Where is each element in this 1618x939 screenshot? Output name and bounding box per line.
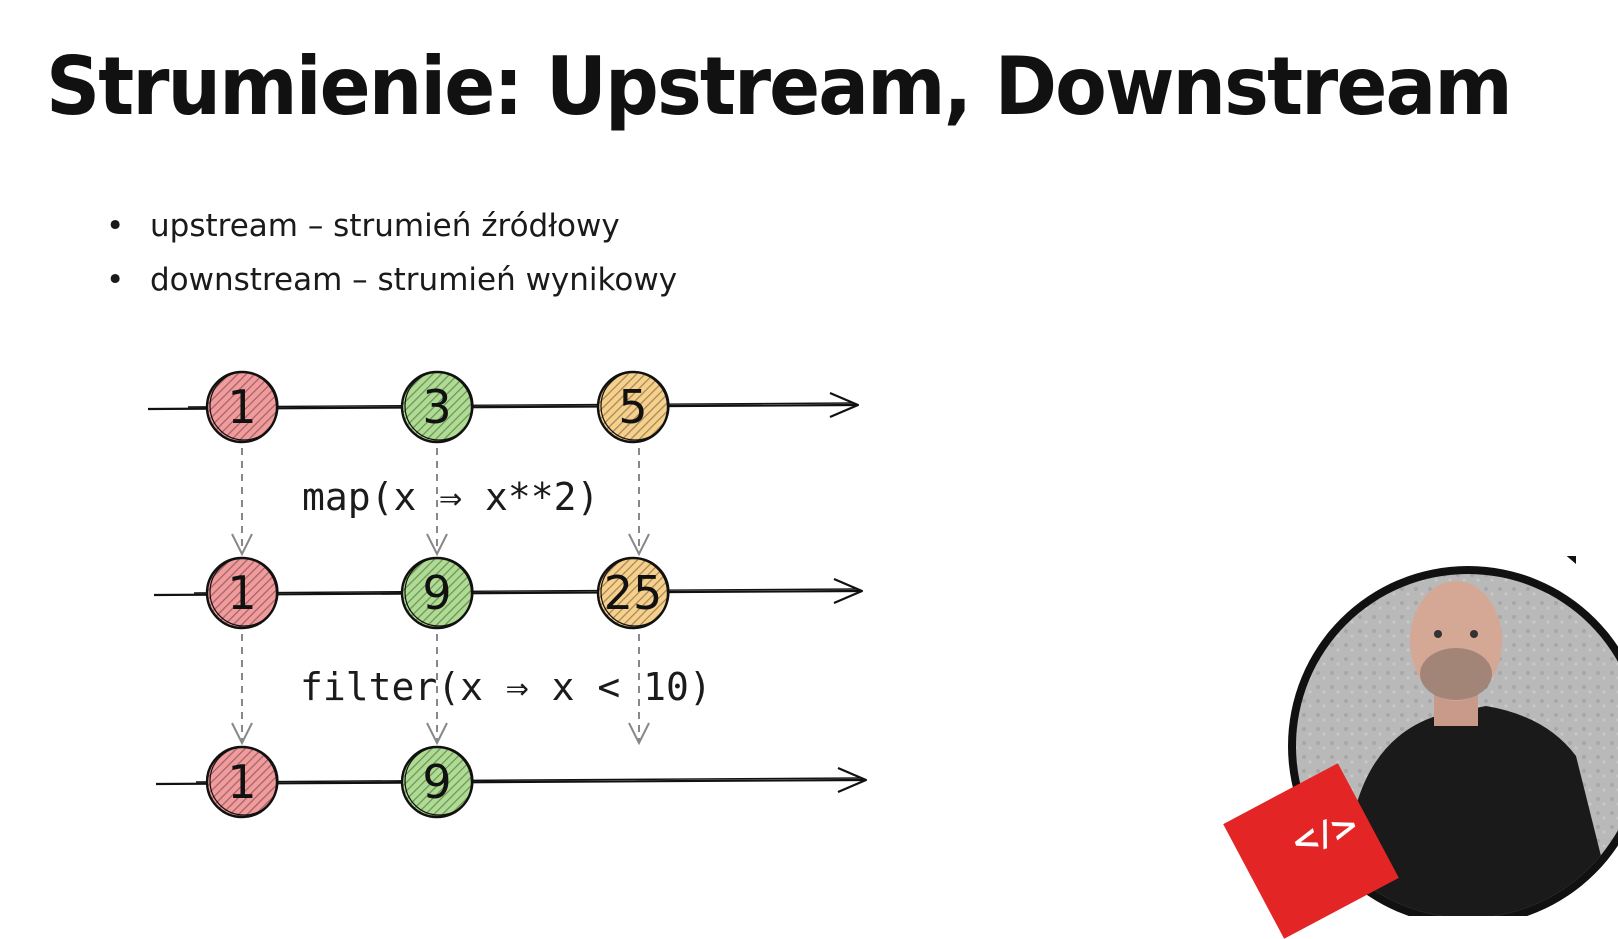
marble-outline-sketch [209,746,279,816]
transition-arrow [628,448,650,557]
marble-hatch [402,372,472,442]
filter-operator-label: filter(x ⇒ x < 10) [300,665,712,709]
bullet-item: • downstream – strumień wynikowy [106,258,677,312]
marble-outline-sketch [600,371,670,441]
marble-hatch [402,558,472,628]
bullet-text: downstream – strumień wynikowy [150,262,678,298]
transition-arrow [426,634,448,746]
bullet-item: • upstream – strumień źródłowy [106,204,677,258]
marble-outline-sketch [209,557,279,627]
marble-outline-sketch [209,371,279,441]
marble-source-3: 3 [400,370,474,444]
marble-label: 1 [227,380,256,434]
slide-title: Strumienie: Upstream, Downstream [46,40,1513,133]
timeline-arrowhead [829,391,860,419]
person-shirt [1346,706,1616,916]
marble-source-1: 1 [205,370,279,444]
bullet-text: upstream – strumień źródłowy [150,208,620,244]
map-operator-label: map(x ⇒ x**2) [302,475,599,519]
bullet-list: • upstream – strumień źródłowy • downstr… [106,204,677,312]
marble-hatch [598,372,668,442]
marble-label: 9 [422,755,451,809]
marble-hatch [207,372,277,442]
marble-outline-sketch [404,371,474,441]
marble-source-5: 5 [596,370,670,444]
timeline-arrowhead [837,766,868,794]
transition-arrowhead [231,722,253,746]
bullet-marker: • [106,208,125,244]
marble-hatch [207,558,277,628]
marble-mapped-25: 25 [596,556,670,630]
marble-label: 3 [422,380,451,434]
marble-hatch [598,558,668,628]
marble-label: 1 [227,755,256,809]
transition-arrowhead [426,533,448,557]
marble-mapped-9: 9 [400,556,474,630]
transition-arrowhead [231,533,253,557]
timeline-arrowhead [833,577,864,605]
transition-arrow [231,448,253,557]
marble-label: 25 [604,566,663,620]
transition-arrowhead [426,722,448,746]
presenter-webcam: </> [1286,552,1618,916]
marble-outline-sketch [600,557,670,627]
transition-arrow [426,448,448,557]
marble-label: 9 [422,566,451,620]
marble-outline-sketch [404,557,474,627]
marble-hatch [402,747,472,817]
bullet-marker: • [106,262,125,298]
transition-arrowhead [628,722,650,746]
marble-mapped-1: 1 [205,556,279,630]
marble-hatch [207,747,277,817]
transition-arrow [231,634,253,746]
transition-arrowhead [628,533,650,557]
marble-label: 1 [227,566,256,620]
marble-label: 5 [618,380,647,434]
marble-outline-sketch [404,746,474,816]
marble-filtered-1: 1 [205,745,279,819]
marble-filtered-9: 9 [400,745,474,819]
transition-arrow [628,634,650,746]
